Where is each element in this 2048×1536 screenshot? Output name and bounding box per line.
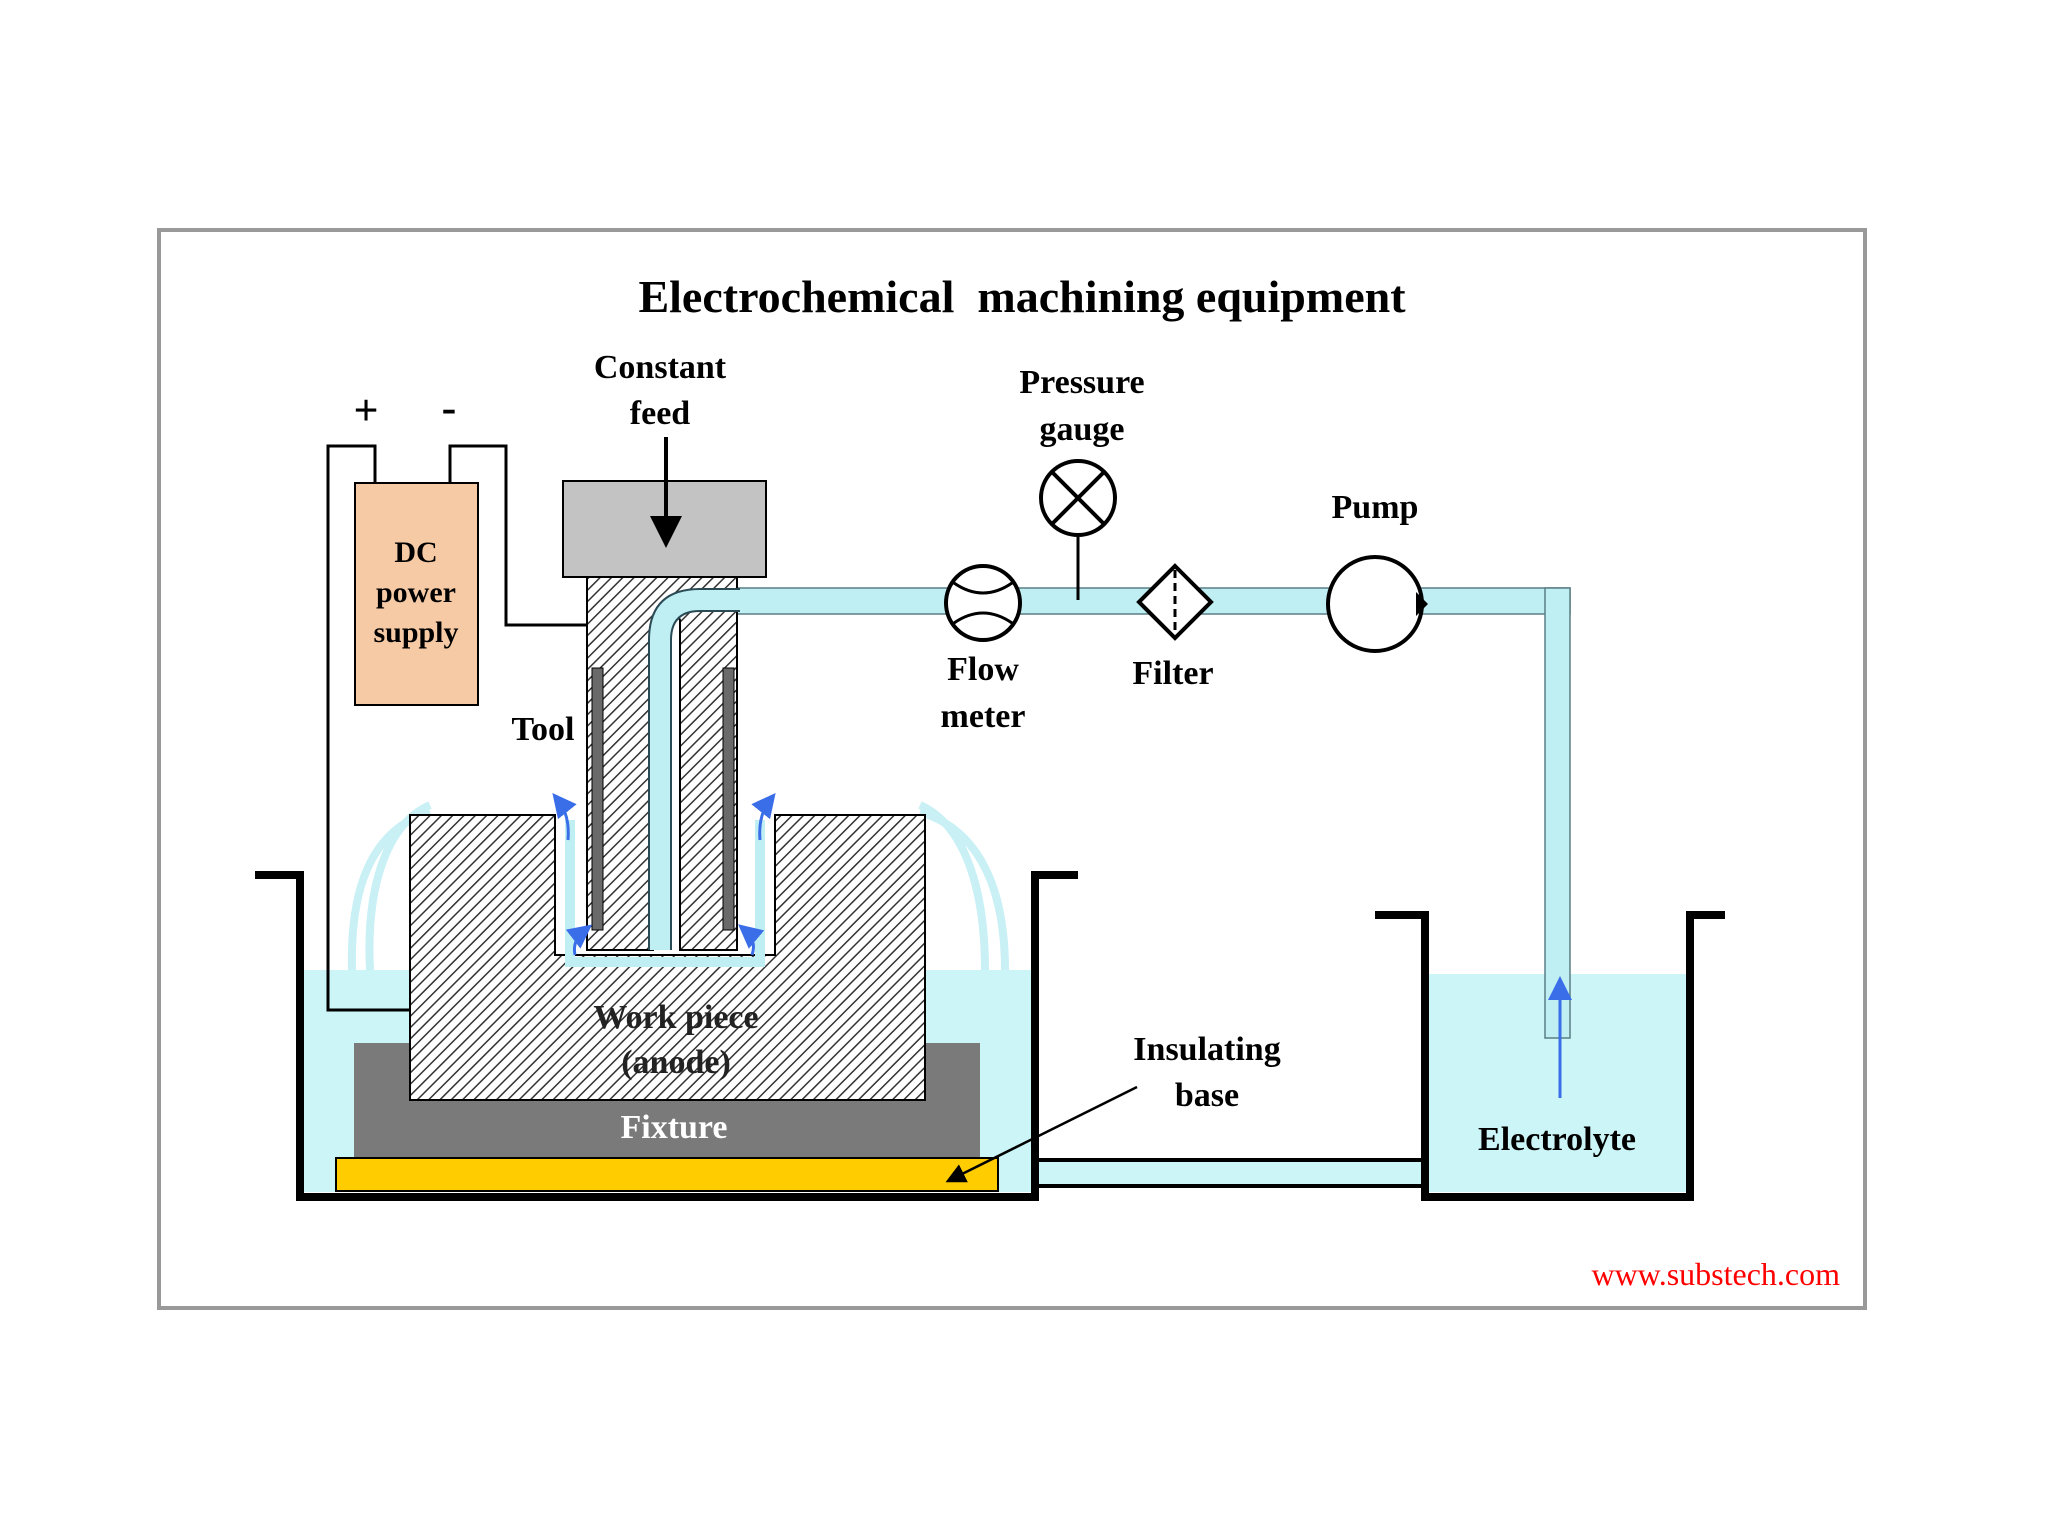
power-minus: - (442, 383, 457, 432)
feed-label-line2: feed (630, 395, 691, 432)
pump-label: Pump (1332, 489, 1419, 526)
pump-icon (1326, 555, 1428, 653)
overflow-streams-right (918, 801, 1009, 971)
flowmeter-label-line1: Flow (947, 651, 1019, 688)
power-label-line3: supply (373, 616, 458, 649)
tank-right-walls (1375, 911, 1725, 1201)
feed-label-line1: Constant (594, 349, 727, 386)
insulating-pointer (945, 1085, 1138, 1183)
gap-electrolyte (565, 820, 765, 967)
insulating-base (335, 1157, 999, 1192)
filter-label: Filter (1132, 655, 1213, 692)
workpiece-label-line1: Work piece (593, 999, 758, 1036)
power-plus: + (353, 386, 378, 435)
tool-bore (649, 589, 740, 950)
tool-insulation-left (591, 667, 604, 931)
fixture-label: Fixture (620, 1109, 727, 1146)
tool-label: Tool (511, 711, 574, 748)
flow-arrows (552, 792, 1572, 1098)
wire-negative (448, 444, 587, 627)
tool-bore-outline (648, 588, 740, 950)
flowmeter-label-line2: meter (941, 698, 1026, 735)
power-label-line2: power (376, 576, 456, 609)
workpiece-label-line2: (anode) (621, 1044, 731, 1081)
filter-icon (1136, 563, 1214, 641)
suction-pipe (1544, 587, 1571, 1039)
flow-meter-icon (944, 564, 1022, 642)
dc-power-supply (354, 482, 479, 706)
tank-left-walls (255, 871, 1078, 1201)
pressure-gauge-icon (1039, 459, 1117, 537)
diagram-title: Electrochemical machining equipment (638, 271, 1406, 322)
electrolyte-label: Electrolyte (1478, 1121, 1636, 1158)
wire-positive (326, 444, 410, 1012)
insulating-label-line1: Insulating (1133, 1031, 1280, 1068)
return-pipe (1035, 1160, 1425, 1186)
watermark: www.substech.com (1591, 1256, 1840, 1292)
supply-pipe (699, 587, 1571, 615)
gauge-label-line1: Pressure (1019, 364, 1144, 401)
return-pipe-outline (1035, 1158, 1425, 1188)
gauge-label-line2: gauge (1040, 411, 1125, 448)
tool-bore-outline-inner (670, 610, 740, 950)
power-label-line1: DC (394, 536, 437, 569)
insulating-label-line2: base (1175, 1077, 1239, 1114)
tool-insulation-right (722, 667, 735, 931)
